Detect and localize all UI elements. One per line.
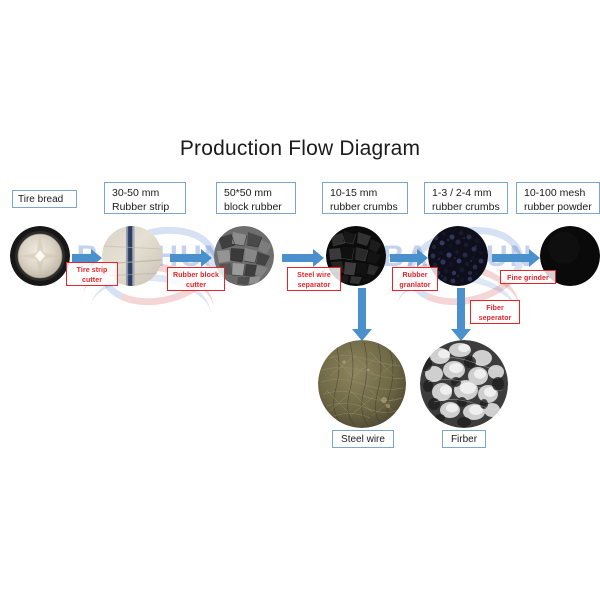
machine-label-rubber-block-cutter: Rubber block cutter [167,267,225,291]
arrow-fine-crumbs-to-fiber [450,288,472,342]
stage-label-rubber-powder: 10-100 mesh rubber powder [516,182,600,214]
arrow-fine-crumbs-to-rubber-powder [492,247,540,269]
arrow-rubber-crumbs-to-steel-wire [351,288,373,342]
machine-label-tire-strip-cutter: Tire strip cutter [66,262,118,286]
stage-image-block-rubber [214,226,274,286]
machine-label-fiber-separator: Fiber seperator [470,300,520,324]
stage-image-tire-bead [10,226,70,286]
byproduct-image-steel-wire [318,340,406,428]
stage-label-block-rubber: 50*50 mm block rubber [216,182,296,214]
stage-image-rubber-crumbs [326,226,386,286]
stage-label-rubber-strip: 30-50 mm Rubber strip [104,182,186,214]
machine-label-fine-grinder: Fine grinder [500,270,556,284]
stage-label-fine-crumbs: 1-3 / 2-4 mm rubber crumbs [424,182,508,214]
arrow-rubber-crumbs-to-fine-crumbs [390,247,428,269]
arrow-rubber-strip-to-block-rubber [170,247,212,269]
byproduct-label-steel-wire: Steel wire [332,430,394,448]
arrow-block-rubber-to-rubber-crumbs [282,247,324,269]
byproduct-image-fiber [420,340,508,428]
byproduct-label-fiber: Firber [442,430,486,448]
machine-label-steel-wire-separator: Steel wire separator [287,267,341,291]
machine-label-rubber-granulator: Rubber granlator [392,267,438,291]
stage-label-rubber-crumbs: 10-15 mm rubber crumbs [322,182,408,214]
stage-image-fine-crumbs [428,226,488,286]
page-title: Production Flow Diagram [179,137,421,160]
stage-label-tire-bead: Tire bread [12,190,77,208]
